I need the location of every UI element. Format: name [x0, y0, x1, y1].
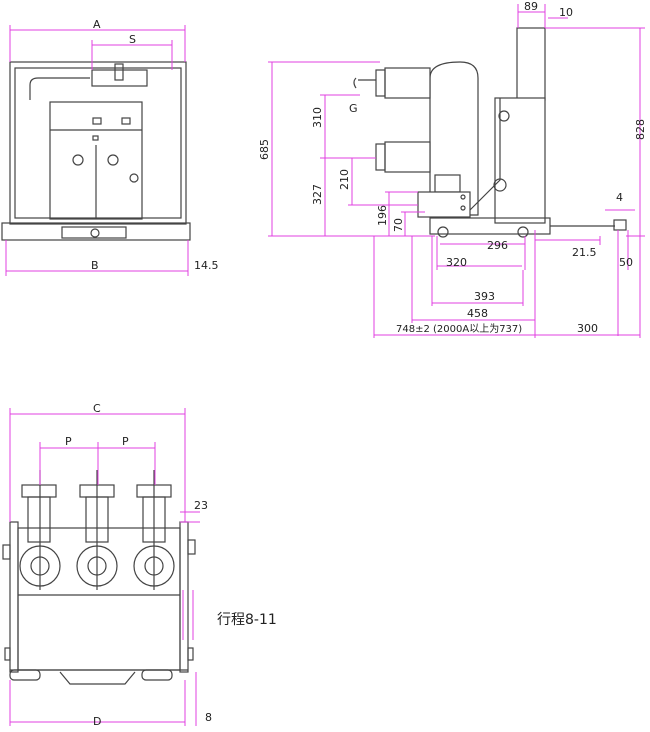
- dim-c: C: [93, 402, 101, 415]
- dim-300: 300: [577, 322, 598, 335]
- dim-d: D: [93, 715, 101, 728]
- front-base: [1, 222, 191, 241]
- front-housing: [9, 61, 187, 225]
- dim-89: 89: [524, 0, 538, 13]
- dim-23: 23: [194, 499, 208, 512]
- dim-s: S: [129, 33, 136, 46]
- dim-327: 327: [311, 184, 324, 205]
- dim-828: 828: [634, 119, 647, 140]
- pole-1: [19, 470, 61, 590]
- dim-393: 393: [474, 290, 495, 303]
- dim-210: 210: [338, 169, 351, 190]
- top-view: C P P 23 行程8-11 D 8: [2, 402, 277, 728]
- dim-296: 296: [487, 239, 508, 252]
- dim-196: 196: [376, 205, 389, 226]
- top-housing: [17, 527, 181, 671]
- dim-70: 70: [392, 218, 405, 232]
- dim-14-5: 14.5: [194, 259, 219, 272]
- dim-4: 4: [616, 191, 623, 204]
- dim-21-5: 21.5: [572, 246, 597, 259]
- dim-310: 310: [311, 107, 324, 128]
- side-view: 685 310 327 210 196 70 G 828 89 10 4 296…: [258, 0, 647, 338]
- pole-2: [76, 470, 118, 590]
- stroke-label: 行程8-11: [217, 612, 277, 628]
- front-view: A S B 14.5: [1, 18, 219, 276]
- dim-p1: P: [65, 435, 72, 448]
- dim-458: 458: [467, 307, 488, 320]
- dim-685: 685: [258, 139, 271, 160]
- label-g: G: [349, 102, 358, 115]
- dim-b: B: [91, 259, 99, 272]
- dim-depth: 748±2 (2000A以上为737): [396, 323, 522, 335]
- dim-8: 8: [205, 711, 212, 724]
- dim-50: 50: [619, 256, 633, 269]
- dim-10: 10: [559, 6, 573, 19]
- dim-320: 320: [446, 256, 467, 269]
- pole-3: [133, 470, 175, 590]
- dim-a: A: [93, 18, 101, 31]
- dim-p2: P: [122, 435, 129, 448]
